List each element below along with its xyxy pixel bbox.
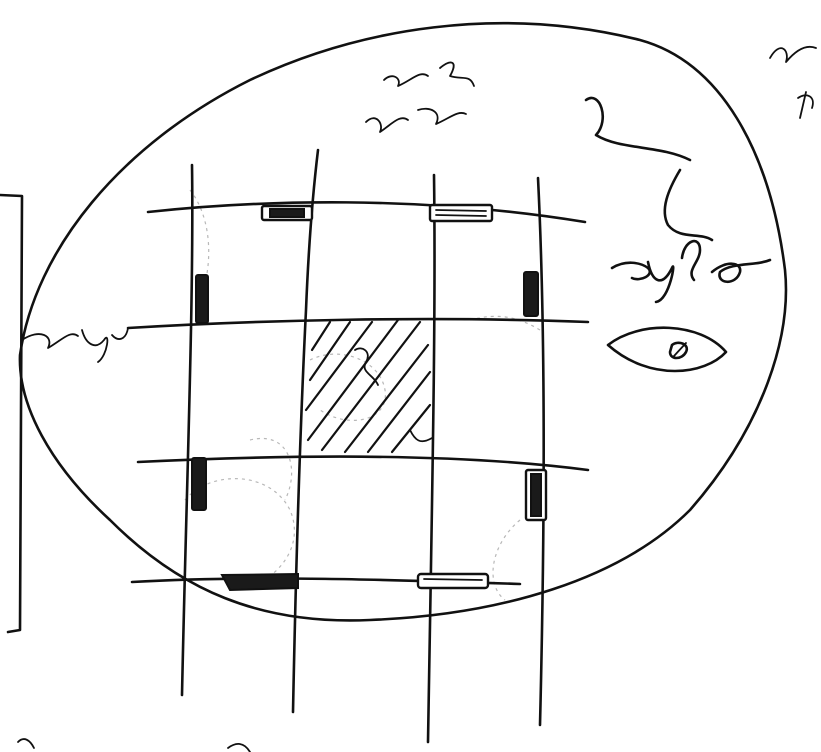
bottom-stray-marks [18,739,250,752]
eye-symbol [608,328,726,371]
left-bar [0,195,22,632]
grid-horizontal-lines [128,202,588,584]
hatched-center-cell [306,320,432,452]
top-right-scribble [770,47,816,118]
left-scribble-label [22,328,128,362]
grid-vertical-lines [182,150,544,742]
top-scribble-label [366,62,474,132]
outer-oval [20,23,786,620]
block-marks [192,205,546,590]
faint-pencil-marks [185,190,540,600]
